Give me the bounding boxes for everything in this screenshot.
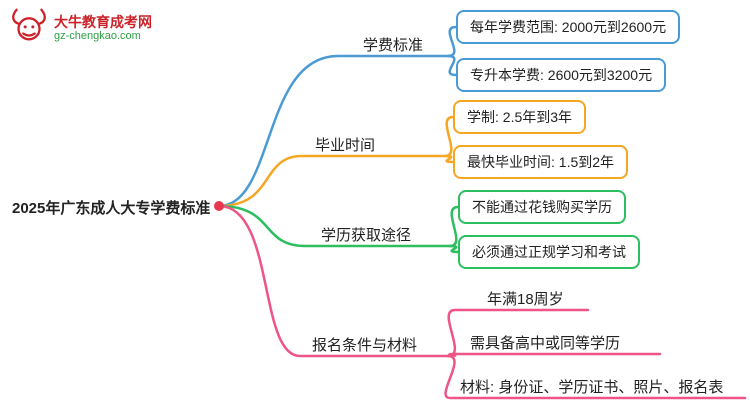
tuition-child2-connector [446,54,458,77]
node-age-requirement: 年满18周岁 [487,291,564,308]
node-zsb-tuition: 专升本学费: 2600元到3200元 [456,58,667,92]
node-fastest-graduation: 最快毕业时间: 1.5到2年 [453,145,629,179]
branch-label-requirements: 报名条件与材料 [312,337,418,354]
site-name: 大牛教育成考网 [54,14,152,30]
graduation-branch-line [217,154,447,208]
root-node-label: 2025年广东成人大专学费标准 [12,200,211,217]
node-no-buying-degree: 不能通过花钱购买学历 [458,190,626,224]
node-schooling-length: 学制: 2.5年到3年 [453,100,587,134]
branch-label-degree-path: 学历获取途径 [321,227,412,244]
root-dot [214,201,224,211]
degree-path-child2-connector [448,244,460,254]
branch-label-tuition: 学费标准 [363,37,424,54]
branch-label-graduation-time: 毕业时间 [315,137,376,154]
node-formal-study-required: 必须通过正规学习和考试 [458,235,640,269]
bull-icon [12,8,46,41]
graduation-child2-connector [443,154,455,164]
tuition-branch-line [217,54,450,208]
graduation-child1-connector [443,115,455,158]
tuition-child1-connector [446,25,458,58]
requirements-child2-connector [446,352,662,358]
site-domain: gz-chengkao.com [54,30,141,42]
node-education-requirement: 需具备高中或同等学历 [470,335,621,352]
node-annual-tuition-range: 每年学费范围: 2000元到2600元 [456,10,681,44]
degree-path-child1-connector [448,205,460,248]
node-materials: 材料: 身份证、学历证书、照片、报名表 [460,379,724,396]
